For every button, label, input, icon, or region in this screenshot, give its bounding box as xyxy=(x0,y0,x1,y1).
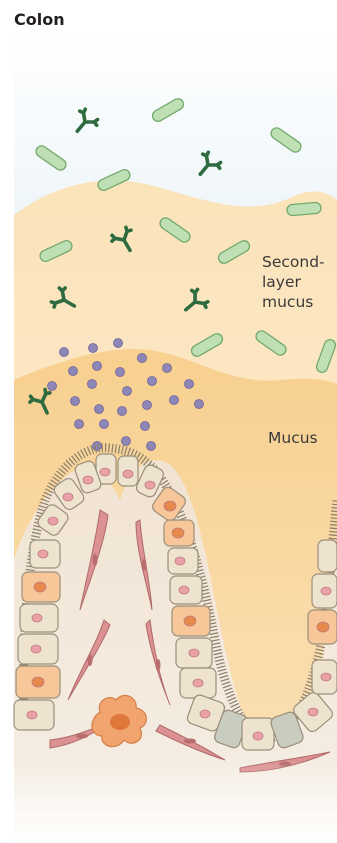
label-line: layer xyxy=(262,272,325,292)
mucus-label: Mucus xyxy=(268,428,318,448)
bacterium xyxy=(287,202,322,216)
bottom-fade xyxy=(14,760,337,843)
label-line: Second- xyxy=(262,252,325,272)
second-layer-mucus-label: Second- layer mucus xyxy=(262,252,325,312)
label-line: mucus xyxy=(262,292,325,312)
